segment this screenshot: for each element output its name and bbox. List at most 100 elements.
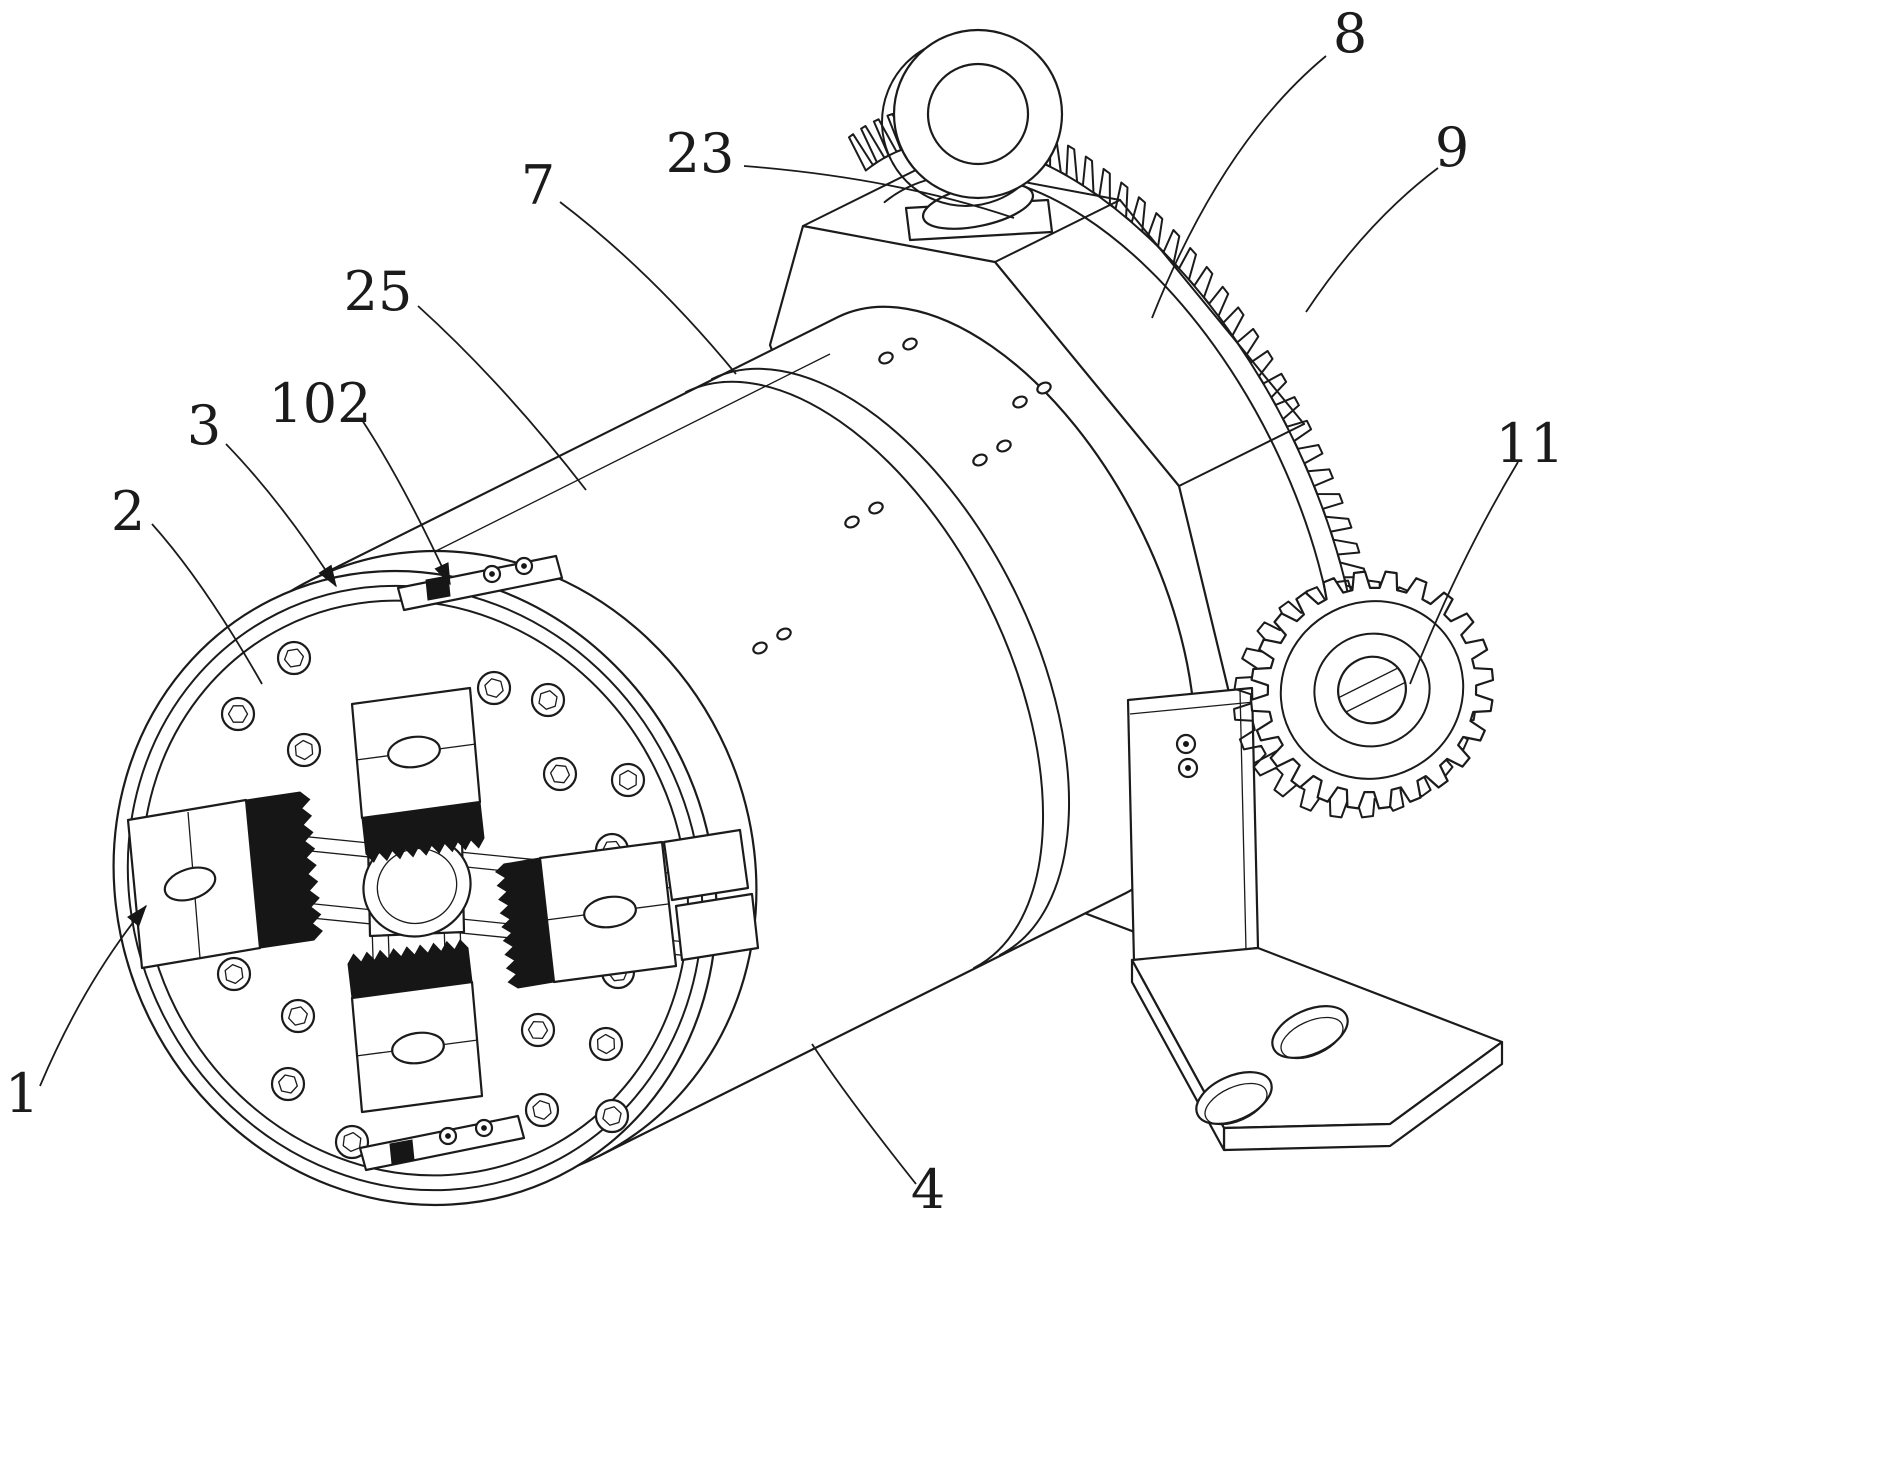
body-screw [902, 337, 918, 351]
face-screw [610, 762, 646, 798]
eye-bolt [881, 28, 1064, 242]
face-screw [286, 732, 322, 768]
face-screw [594, 1098, 630, 1134]
face-screw-hex [278, 1074, 298, 1094]
face-screw [542, 756, 578, 792]
body-screw [1012, 395, 1028, 409]
chuck-face-ring-1 [126, 584, 704, 1192]
strip-screw-dot [445, 1133, 451, 1139]
leader-line-3 [225, 443, 337, 587]
leader-line-4 [811, 1043, 917, 1185]
face-screw-hex [549, 764, 571, 784]
strip-screw-dot [521, 563, 527, 569]
bracket-plate-lip [1129, 701, 1255, 715]
leader-lines [39, 55, 1519, 1185]
ref-label-11: 11 [1496, 412, 1565, 475]
leader-line-23 [743, 165, 1015, 219]
face-screw-hex [342, 1131, 362, 1153]
rim-step-2 [674, 892, 760, 962]
face-screw [270, 1066, 306, 1102]
jaw-slot-oval [387, 735, 441, 769]
ref-label-3: 3 [187, 394, 221, 457]
pinion-hub-ring [1313, 632, 1431, 748]
chuck-face-ring-2 [141, 599, 689, 1177]
body-screw [844, 515, 860, 529]
face-screw [530, 682, 566, 718]
jaw-grip-insert [361, 801, 485, 863]
chuck-jaws [126, 686, 678, 1114]
mounting-bracket [1126, 686, 1504, 1152]
strip-screw-dot [481, 1125, 487, 1131]
jaw-grip-insert [347, 939, 473, 999]
strip-screw-dot [489, 571, 495, 577]
ref-label-23: 23 [666, 122, 735, 185]
bracket-screw-dot [1183, 741, 1189, 747]
body-screw [878, 351, 894, 365]
body-panel-line [419, 353, 831, 560]
leader-arrow-1 [127, 904, 147, 927]
body-screw [996, 439, 1012, 453]
leader-line-25 [417, 305, 587, 491]
leader-arrow-102 [434, 562, 451, 586]
jaw-right [494, 840, 678, 989]
face-screw-hex [527, 1020, 549, 1040]
body-screw [1036, 381, 1052, 395]
reference-labels: 1 2 3 102 25 7 23 8 9 11 4 [5, 2, 1565, 1221]
bracket-vertical-plate [1126, 686, 1260, 964]
body-seam-2 [711, 367, 1071, 956]
ref-label-7: 7 [521, 154, 555, 217]
leader-line-1 [39, 905, 147, 1087]
face-screw [280, 998, 316, 1034]
jaw-bottom [347, 939, 484, 1114]
face-screw [220, 696, 256, 732]
face-screw [524, 1092, 560, 1128]
jaw-slot-oval [163, 866, 217, 902]
jaw-grip-insert [245, 791, 323, 949]
ref-label-2: 2 [111, 480, 145, 543]
ref-label-102: 102 [268, 372, 371, 435]
leader-line-9 [1305, 167, 1439, 313]
face-screw-hex [538, 690, 558, 710]
chuck-face [112, 549, 760, 1207]
face-screw-hex [294, 739, 314, 761]
face-screw [588, 1026, 624, 1062]
bracket-bolt-hole-inner [1204, 1082, 1268, 1126]
pinion-web-ring [1279, 600, 1465, 780]
leader-arrow-3 [318, 564, 337, 588]
leader-line-11 [1409, 461, 1519, 685]
body-seam-1 [685, 380, 1045, 969]
body-screw [972, 453, 988, 467]
bracket-screw-dot [1185, 765, 1191, 771]
face-screw-hex [619, 769, 637, 791]
face-screw-hex [283, 648, 305, 668]
ref-label-25: 25 [344, 260, 413, 323]
face-screw [276, 640, 312, 676]
jaw-slot-oval [391, 1031, 445, 1065]
leader-line-2 [151, 523, 263, 685]
rim-step-1 [662, 828, 750, 902]
pinion-key-slot [1337, 667, 1399, 699]
face-screw [476, 670, 512, 706]
housing-facet-edge [802, 163, 929, 227]
rim-strip-top-block [425, 575, 451, 601]
face-screw [216, 956, 252, 992]
face-screw-hex [227, 705, 249, 723]
jaw-slot-oval [583, 895, 637, 929]
face-screw-hex [224, 963, 244, 985]
face-screw-hex [288, 1006, 308, 1026]
housing-facet-edge [1119, 199, 1305, 425]
pinion-key-slot [1345, 681, 1407, 713]
bracket-bolt-hole [1271, 1005, 1349, 1059]
jaw-grip-insert [494, 857, 555, 989]
body-screw [868, 501, 884, 515]
face-screw-hex [484, 678, 504, 698]
rim-strip-bottom-block [389, 1139, 415, 1165]
bracket-bolt-hole [1195, 1071, 1273, 1125]
leader-line-102 [361, 419, 451, 585]
ref-label-8: 8 [1333, 2, 1367, 65]
jaw-left [126, 791, 323, 970]
pinion-shaft-hole [1337, 655, 1407, 725]
eyebolt-ring-hole [926, 62, 1030, 166]
